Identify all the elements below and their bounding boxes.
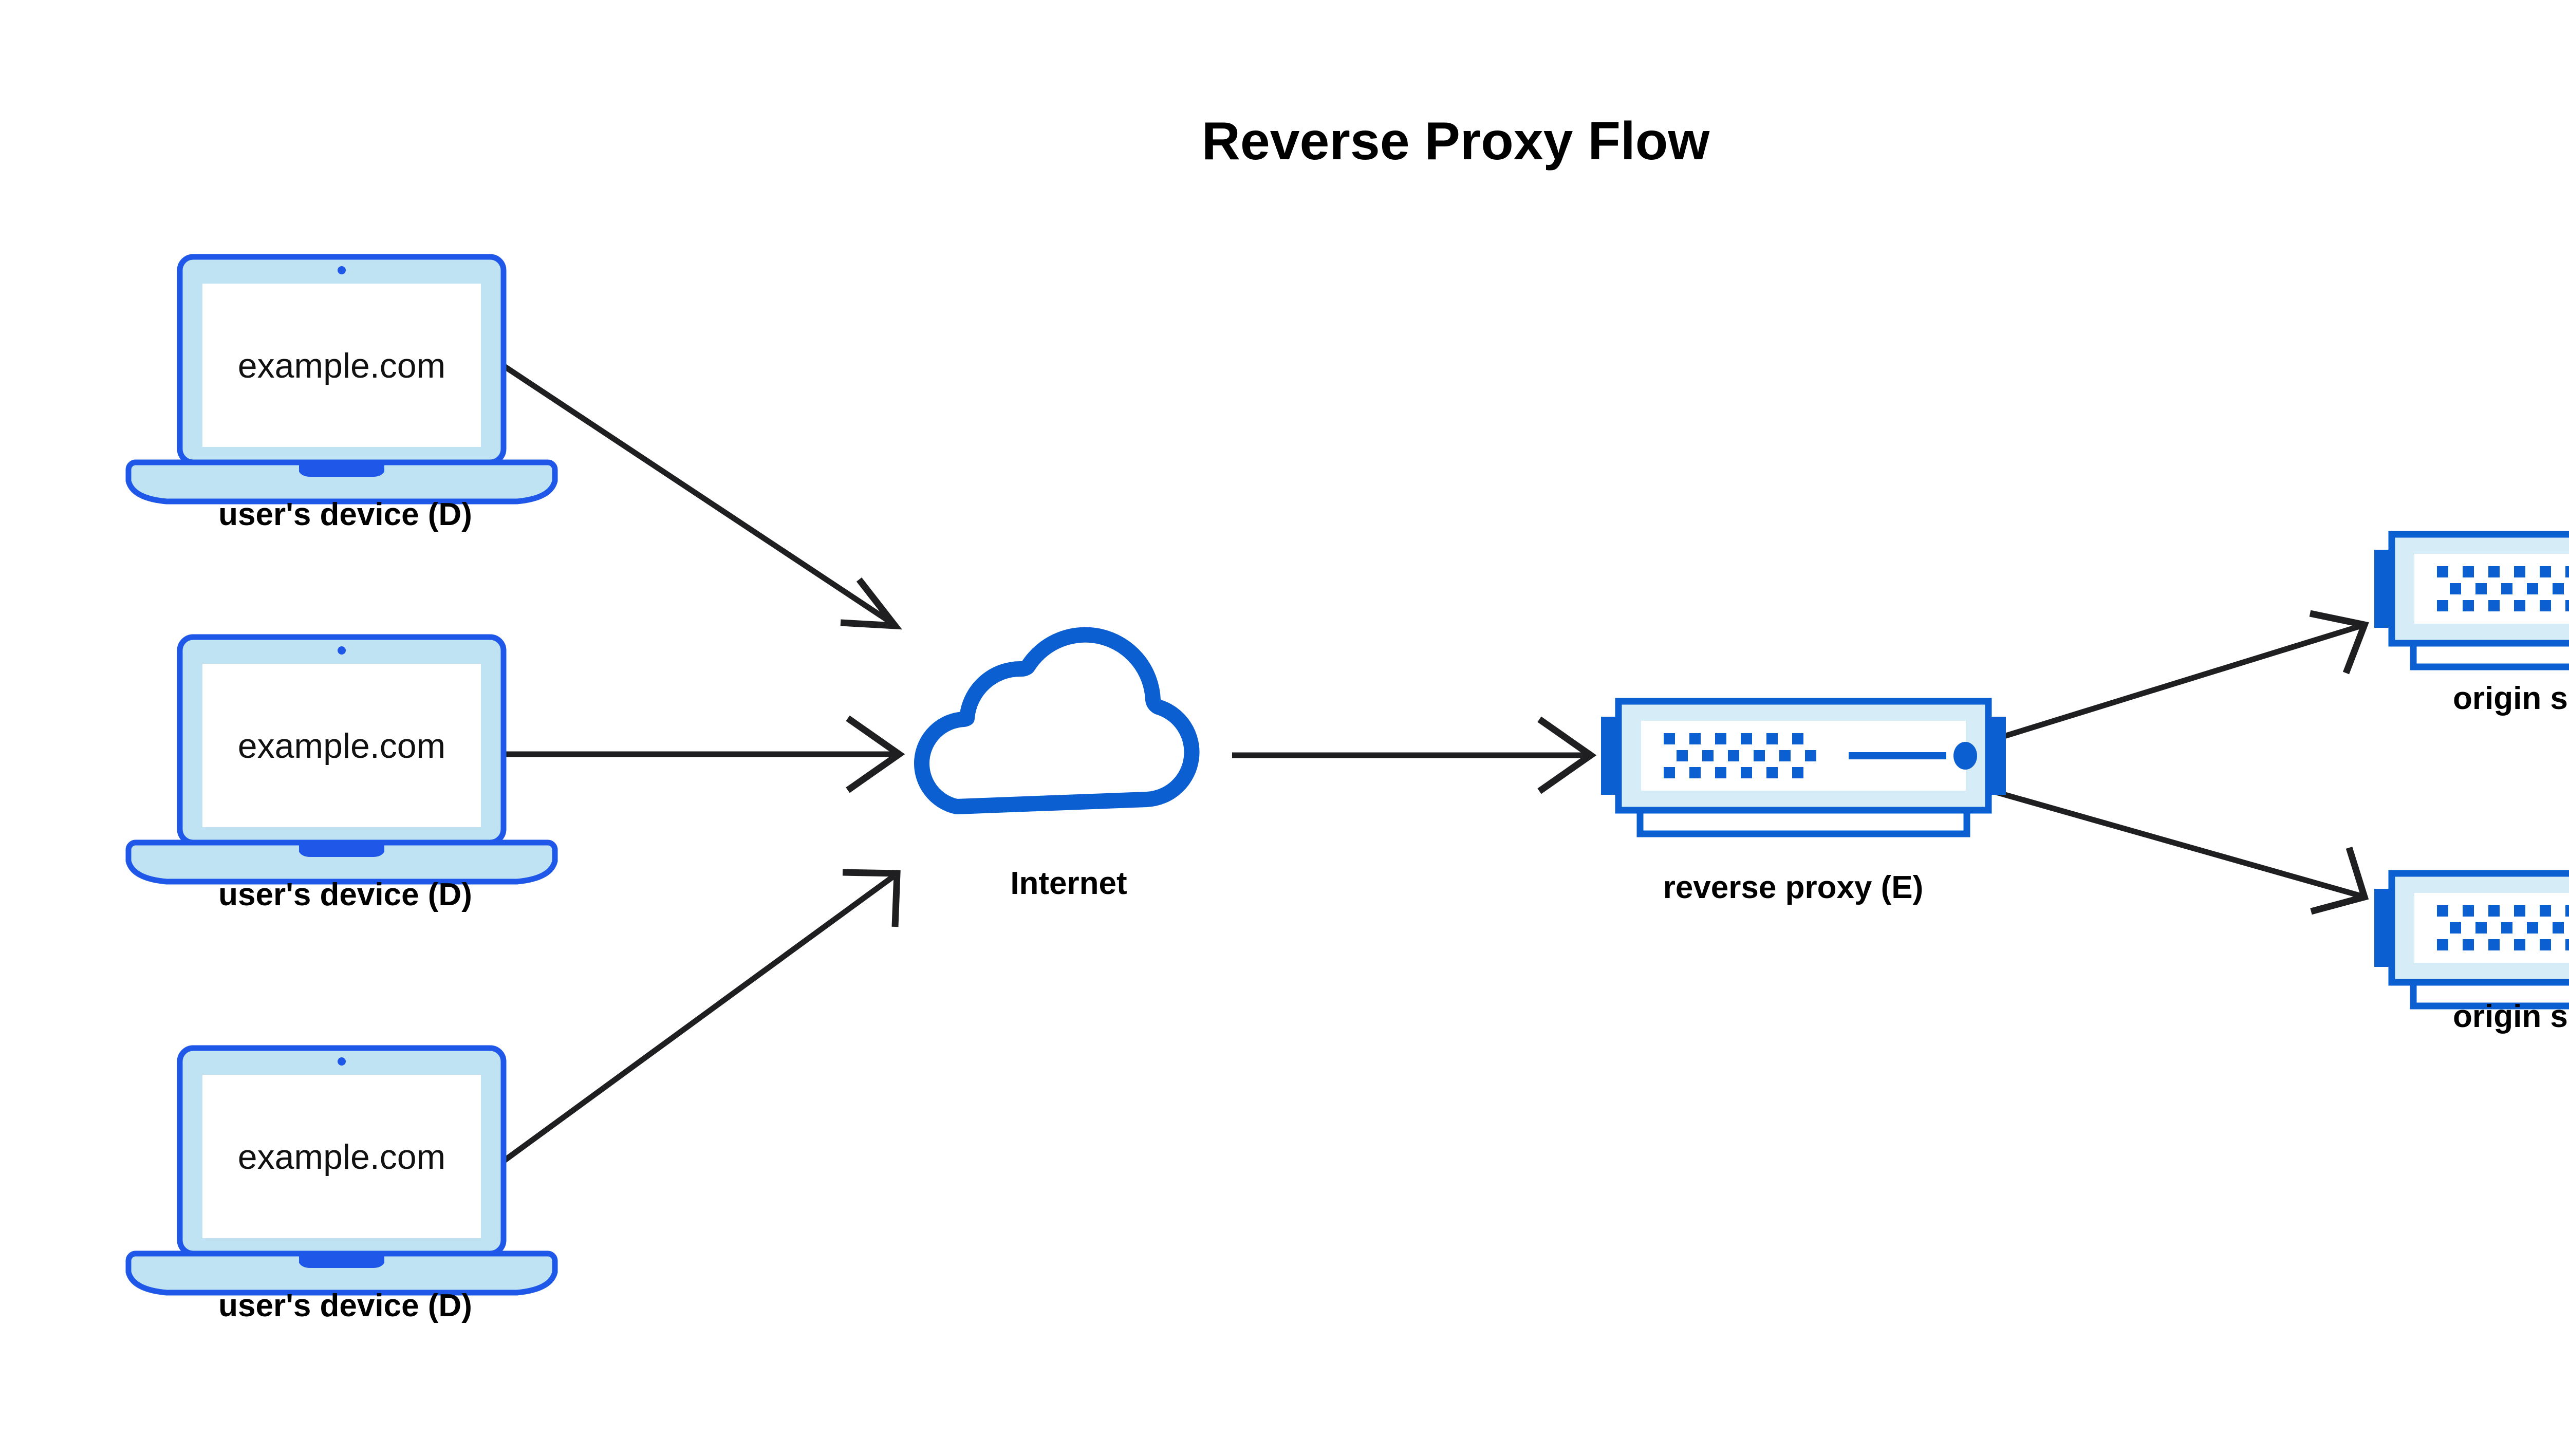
connection-internet-to-proxy (1232, 716, 1597, 794)
connection-device-middle-to-internet (504, 715, 905, 793)
device-bottom[interactable]: example.com user's device (D) (128, 1048, 555, 1323)
connection-proxy-to-origin-bottom (1991, 788, 2369, 915)
reverse-proxy[interactable]: reverse proxy (E) (1601, 701, 2006, 905)
device-screen-text: example.com (238, 1137, 445, 1177)
origin-server-bottom[interactable]: origin server (F) (2374, 873, 2569, 1034)
device-middle[interactable]: example.com user's device (D) (128, 637, 555, 912)
origin-server-top[interactable]: origin server (F) (2374, 534, 2569, 716)
reverse-proxy-label: reverse proxy (E) (1663, 870, 1924, 905)
origin-server-top-label: origin server (F) (2453, 681, 2569, 716)
device-middle-label: user's device (D) (218, 877, 472, 912)
connection-device-top-to-internet (501, 363, 902, 630)
page-title: Reverse Proxy Flow (1202, 111, 1710, 171)
connection-device-bottom-to-internet (501, 869, 901, 1164)
origin-server-bottom-label: origin server (F) (2453, 999, 2569, 1034)
connection-proxy-to-origin-top (1991, 610, 2369, 743)
connections-layer (501, 363, 2369, 1164)
device-screen-text: example.com (238, 346, 445, 385)
device-top[interactable]: example.com user's device (D) (128, 257, 555, 532)
internet-cloud-label: Internet (1010, 866, 1127, 901)
device-top-label: user's device (D) (218, 497, 472, 532)
internet-cloud[interactable]: Internet (922, 635, 1192, 901)
device-screen-text: example.com (238, 726, 445, 766)
device-bottom-label: user's device (D) (218, 1288, 472, 1323)
